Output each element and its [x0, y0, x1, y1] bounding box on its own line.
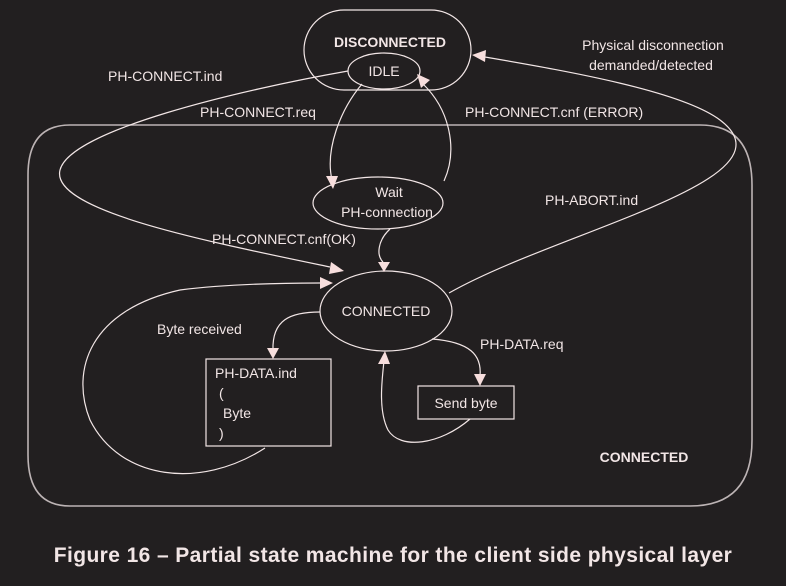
transition-ph-connect-cnf-error — [422, 83, 452, 182]
transition-ph-connect-req — [329, 83, 363, 181]
disconnected-superstate — [303, 9, 472, 91]
state-wait-label-line2: PH-connection — [341, 204, 433, 220]
label-ph-connect-req: PH-CONNECT.req — [200, 104, 316, 120]
ph-data-ind-line4: ) — [219, 425, 224, 441]
transition-send-byte-return — [380, 360, 471, 443]
label-ph-abort-ind: PH-ABORT.ind — [545, 192, 638, 208]
ph-data-ind-line1: PH-DATA.ind — [215, 365, 297, 381]
state-send-byte — [417, 385, 515, 420]
transition-ph-data-req — [431, 338, 481, 377]
transition-ph-abort-ind — [179, 282, 321, 291]
arrowhead-ph-data-req — [474, 374, 486, 386]
arrowhead-byte-received — [267, 348, 279, 359]
label-physical-disconnection-line1: Physical disconnection — [582, 37, 724, 53]
transition-ph-connect-cnf-ok — [378, 228, 391, 263]
arrowhead-ph-connect-cnf-ok — [378, 262, 390, 272]
connected-superstate-label: CONNECTED — [600, 449, 689, 465]
arrowhead-ph-connect-ind — [329, 262, 344, 274]
state-connected — [319, 270, 453, 352]
transition-ph-connect-ind — [59, 70, 349, 268]
state-wait-label-line1: Wait — [375, 184, 403, 200]
state-idle-label: IDLE — [368, 63, 399, 79]
arrowhead-send-byte-return — [378, 351, 390, 364]
disconnected-superstate-label: DISCONNECTED — [334, 34, 446, 50]
arrowhead-physical-disconnection — [472, 50, 486, 62]
send-byte-label: Send byte — [434, 395, 497, 411]
label-ph-connect-cnf-ok: PH-CONNECT.cnf(OK) — [212, 231, 356, 247]
transition-ph-abort-ind-loop — [82, 289, 266, 475]
ph-data-ind-line2: ( — [219, 385, 224, 401]
connected-superstate — [27, 124, 753, 507]
ph-data-ind-line3: Byte — [223, 405, 251, 421]
transition-physical-disconnection — [448, 56, 737, 294]
state-ph-data-ind — [205, 358, 332, 447]
transition-byte-received — [272, 311, 321, 351]
arrowhead-ph-connect-req — [326, 176, 338, 189]
state-wait-ph-connection — [312, 176, 444, 230]
label-ph-connect-ind: PH-CONNECT.ind — [108, 68, 222, 84]
arrowhead-ph-connect-cnf-error — [417, 74, 430, 88]
label-byte-received: Byte received — [157, 321, 242, 337]
state-connected-label: CONNECTED — [342, 303, 431, 319]
figure-caption: Figure 16 – Partial state machine for th… — [53, 544, 733, 567]
label-ph-data-req: PH-DATA.req — [480, 336, 564, 352]
label-ph-connect-cnf-error: PH-CONNECT.cnf (ERROR) — [465, 104, 643, 120]
arrowhead-ph-abort-ind — [320, 277, 333, 289]
label-physical-disconnection-line2: demanded/detected — [589, 57, 713, 73]
